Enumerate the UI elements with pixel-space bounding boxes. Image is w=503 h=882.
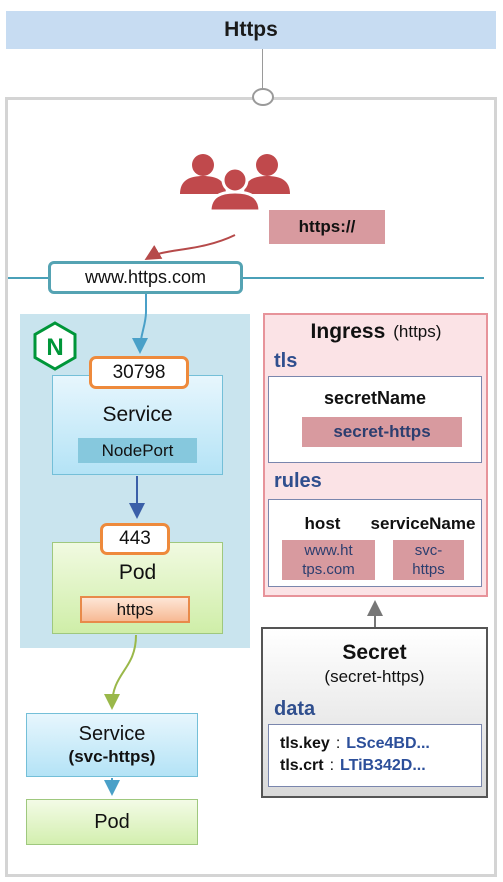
https-protocol-label: https:// bbox=[269, 210, 385, 244]
rule-host-value-line1: www.ht bbox=[304, 542, 353, 559]
rule-service-value-line1: svc- bbox=[414, 542, 443, 559]
backend-service-name: (svc-https) bbox=[68, 747, 156, 766]
nginx-logo-letter: N bbox=[46, 334, 63, 361]
host-line bbox=[8, 277, 484, 279]
backend-service-box: Service (svc-https) bbox=[26, 713, 198, 777]
rule-service-value-line2: https bbox=[412, 561, 445, 578]
ingress-title-text: Ingress bbox=[310, 320, 386, 343]
data-label: data bbox=[274, 697, 316, 720]
tls-crt-separator: : bbox=[329, 757, 335, 774]
rule-service-name-value: svc- https bbox=[393, 540, 464, 580]
rule-service-name-key: serviceName bbox=[370, 514, 476, 533]
ingress-title: Ingress (https) bbox=[270, 318, 482, 346]
service-port-badge: 30798 bbox=[89, 356, 189, 389]
service-label: Service bbox=[102, 403, 173, 426]
rules-label: rules bbox=[274, 469, 322, 492]
secret-name-key: secretName bbox=[323, 387, 427, 408]
pod-app-https: https bbox=[80, 596, 190, 623]
backend-pod-box: Pod bbox=[26, 799, 198, 845]
service-type-nodeport: NodePort bbox=[78, 438, 197, 463]
tls-label: tls bbox=[274, 349, 298, 372]
tls-crt-row: tls.crt : LTiB342D... bbox=[280, 755, 480, 777]
tls-key-value: LSce4BD... bbox=[346, 735, 430, 752]
tls-crt-key: tls.crt bbox=[280, 757, 324, 774]
nginx-logo: N bbox=[33, 321, 77, 371]
tls-key-separator: : bbox=[335, 735, 341, 752]
secret-subtitle: (secret-https) bbox=[324, 667, 425, 686]
host-domain: www.https.com bbox=[48, 261, 243, 294]
users-icon bbox=[180, 154, 290, 212]
connector-line bbox=[262, 49, 263, 89]
tls-crt-value: LTiB342D... bbox=[340, 757, 426, 774]
tls-key-key: tls.key bbox=[280, 735, 330, 752]
rule-host-value-line2: tps.com bbox=[302, 561, 355, 578]
secret-title: Secret bbox=[342, 641, 407, 664]
connector-circle bbox=[252, 88, 274, 106]
data-box bbox=[268, 724, 482, 787]
pod-label: Pod bbox=[118, 561, 157, 584]
rule-host-key: host bbox=[304, 514, 341, 533]
ingress-subtitle: (https) bbox=[393, 322, 442, 341]
secret-name-value: secret-https bbox=[302, 417, 462, 447]
backend-service-label: Service bbox=[78, 723, 146, 745]
page-title: Https bbox=[6, 11, 496, 49]
tls-key-row: tls.key : LSce4BD... bbox=[280, 733, 480, 755]
rule-host-value: www.ht tps.com bbox=[282, 540, 375, 580]
pod-port-badge: 443 bbox=[100, 523, 170, 555]
